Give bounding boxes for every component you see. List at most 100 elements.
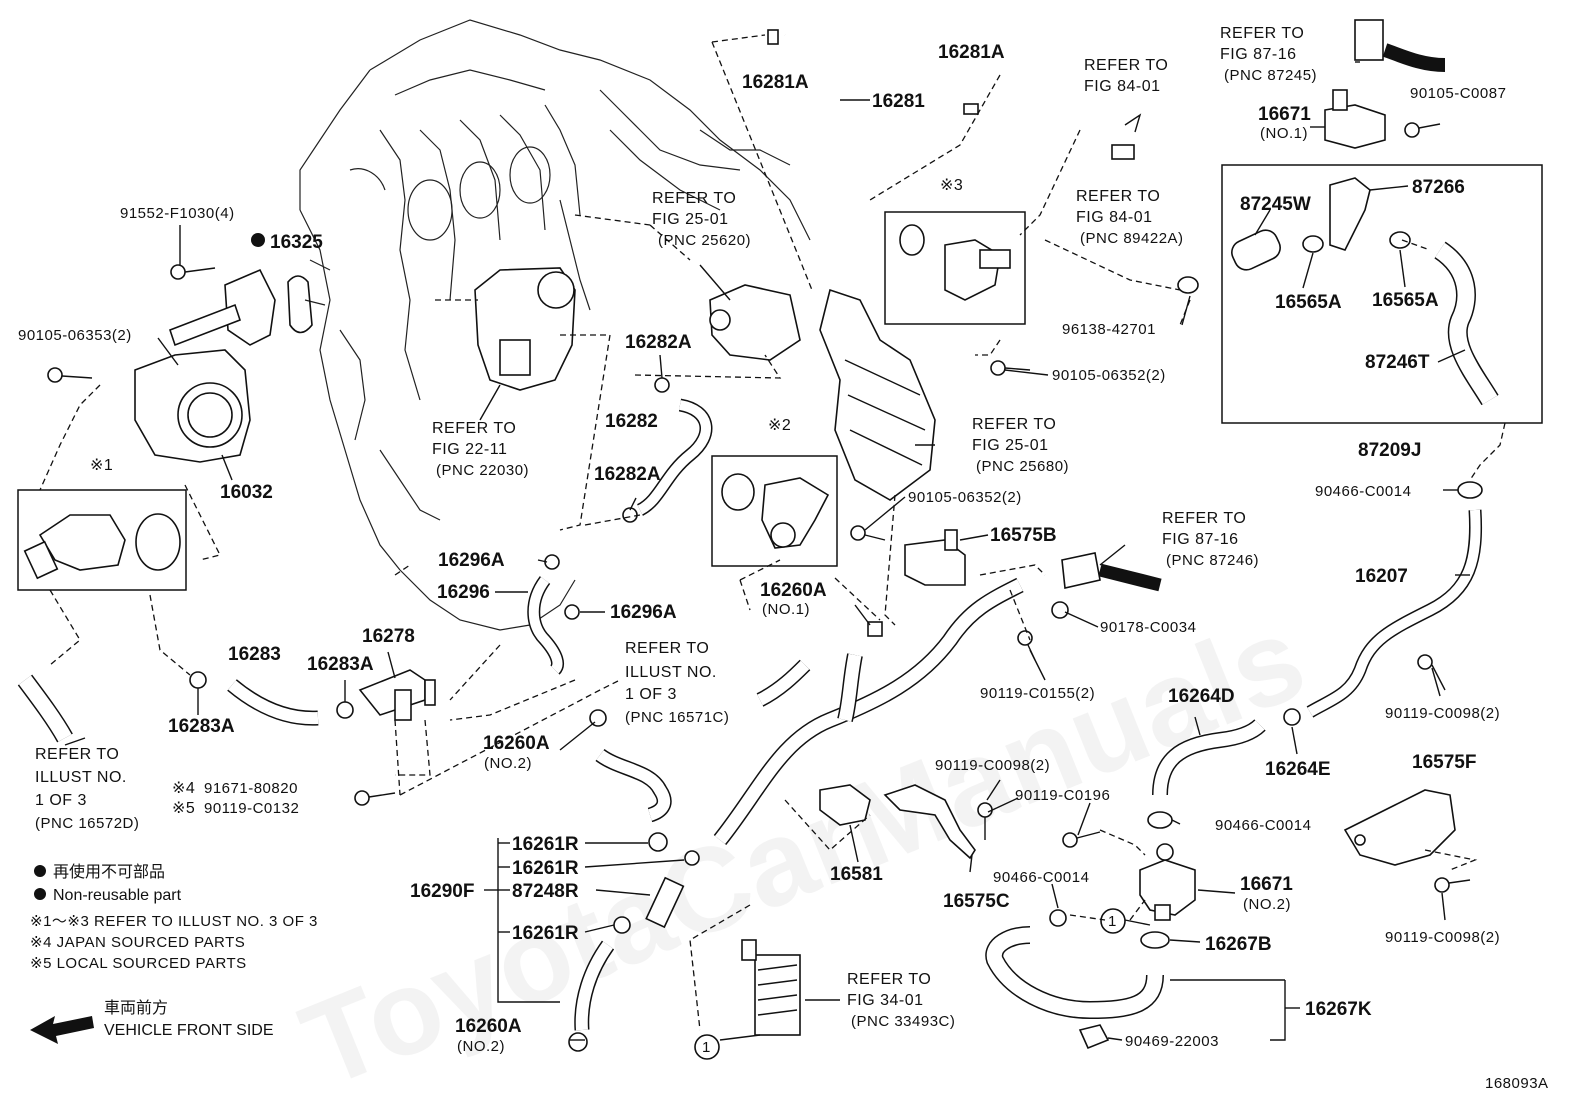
clip-16260a-no2-bottom xyxy=(568,1032,588,1052)
label-90119-c0098b: 90119-C0098(2) xyxy=(1385,705,1500,722)
label-16260a-no2b: 16260A xyxy=(455,1016,522,1037)
svg-text:(PNC 87246): (PNC 87246) xyxy=(1166,552,1259,569)
diagram-id: 168093A xyxy=(1485,1075,1549,1092)
bolt-90105-c0087 xyxy=(1404,122,1441,138)
pipe-16207-inner xyxy=(1307,509,1481,717)
svg-text:(PNC 89422A): (PNC 89422A) xyxy=(1080,230,1184,247)
legend-front-jp: 車両前方 xyxy=(104,999,168,1017)
svg-text:(PNC 25620): (PNC 25620) xyxy=(658,232,751,249)
bracket-16575c xyxy=(883,784,976,860)
svg-text:FIG 87-16: FIG 87-16 xyxy=(1162,531,1239,548)
clip-90466-c0014a xyxy=(1049,909,1067,927)
clip-16282a-top xyxy=(654,377,670,393)
label-87209j: 87209J xyxy=(1358,440,1421,461)
svg-text:REFER TO: REFER TO xyxy=(432,420,516,437)
callout-circle-1a xyxy=(1100,908,1126,934)
clip-16296a-bottom xyxy=(564,604,580,620)
hose-87245w xyxy=(1231,229,1281,271)
egr-cooler-illustration xyxy=(819,288,936,501)
bracket-illust1 xyxy=(756,659,811,707)
legend-dot-en xyxy=(34,888,46,900)
label-91671: 91671-80820 xyxy=(204,780,298,797)
clip-16281a-right xyxy=(963,103,979,115)
hose-16282-inner xyxy=(637,400,711,515)
label-90105-06352b: 90105-06352(2) xyxy=(908,489,1022,506)
mark-1: ※1 xyxy=(90,457,113,474)
label-16296a-top: 16296A xyxy=(438,550,505,571)
bolt-90105-06352a xyxy=(990,360,1031,376)
svg-text:FIG 84-01: FIG 84-01 xyxy=(1076,209,1153,226)
svg-text:FIG 22-11: FIG 22-11 xyxy=(432,441,507,458)
legend-dot-jp xyxy=(34,865,46,877)
label-16260a-no1-sub: (NO.1) xyxy=(762,601,810,618)
svg-text:REFER TO: REFER TO xyxy=(1076,188,1160,205)
legend-note-4: ※4 JAPAN SOURCED PARTS xyxy=(30,934,245,951)
label-16260a-no2a-sub: (NO.2) xyxy=(484,755,532,772)
label-16264d: 16264D xyxy=(1168,686,1235,707)
clip-16264e xyxy=(1283,708,1301,726)
svg-text:1 OF 3: 1 OF 3 xyxy=(625,686,677,703)
connector-87245 xyxy=(1354,19,1446,72)
label-16260a-no2a: 16260A xyxy=(483,733,550,754)
joint-87266 xyxy=(1329,177,1371,251)
label-16282a-top: 16282A xyxy=(625,332,692,353)
throttle-body-illustration xyxy=(474,267,576,391)
svg-text:(PNC 22030): (PNC 22030) xyxy=(436,462,529,479)
dashed-guide-lines xyxy=(39,34,1506,1031)
bolt-90105-06353 xyxy=(47,367,93,383)
label-91552: 91552-F1030(4) xyxy=(120,205,235,222)
hose-16283-inner xyxy=(228,680,319,725)
bolt-90105-06352b xyxy=(850,525,886,541)
bracket-16575b xyxy=(904,529,966,586)
main-water-hose-inner xyxy=(714,579,1023,845)
svg-text:FIG 34-01: FIG 34-01 xyxy=(847,992,924,1009)
label-16296: 16296 xyxy=(437,582,490,603)
label-16281a-top: 16281A xyxy=(938,42,1005,63)
connector-fig8401 xyxy=(1111,113,1142,160)
label-16581: 16581 xyxy=(830,864,883,885)
clamp-90178 xyxy=(1051,601,1069,619)
label-16282a-bottom: 16282A xyxy=(594,464,661,485)
label-16281a-left: 16281A xyxy=(742,72,809,93)
label-87245w: 87245W xyxy=(1240,194,1311,215)
label-16671-no1: 16671 xyxy=(1258,104,1311,125)
label-90119-c0098a: 90119-C0098(2) xyxy=(935,757,1050,774)
legend-note-5: ※5 LOCAL SOURCED PARTS xyxy=(30,955,247,972)
clip-16267b xyxy=(1140,931,1170,949)
engine-block-illustration xyxy=(299,19,811,631)
hose-16260a-upper-inner xyxy=(596,749,671,821)
ref-fig-25-01-pnc-25680: REFER TO FIG 25-01 (PNC 25680) xyxy=(972,416,1069,475)
mark-2: ※2 xyxy=(768,417,791,434)
svg-text:REFER TO: REFER TO xyxy=(972,416,1056,433)
label-16565a-left: 16565A xyxy=(1275,292,1342,313)
inset-box-3 xyxy=(884,211,1026,325)
thermostat-housing-16032 xyxy=(134,268,276,463)
ref-fig-84-01-b: REFER TO FIG 84-01 (PNC 89422A) xyxy=(1076,188,1184,247)
svg-text:REFER TO: REFER TO xyxy=(35,746,119,763)
label-90466-c0014a: 90466-C0014 xyxy=(993,869,1089,886)
bracket-16575f xyxy=(1343,789,1456,866)
ref-illust-pnc-16572d: REFER TO ILLUST NO. 1 OF 3 (PNC 16572D) xyxy=(35,746,139,832)
clip-16283a-left xyxy=(189,671,207,689)
mark-4: ※4 xyxy=(172,780,195,797)
label-90466-c0014b: 90466-C0014 xyxy=(1215,817,1311,834)
clip-16260a-no1 xyxy=(867,621,883,637)
oil-cooler-illustration xyxy=(741,939,801,1036)
svg-text:1 OF 3: 1 OF 3 xyxy=(35,792,87,809)
label-90119-c0196: 90119-C0196 xyxy=(1015,787,1110,804)
label-16261r-3: 16261R xyxy=(512,923,579,944)
label-90105-06352a: 90105-06352(2) xyxy=(1052,367,1166,384)
label-16282: 16282 xyxy=(605,411,658,432)
label-16264e: 16264E xyxy=(1265,759,1331,780)
ref-illust-pnc-16571c: REFER TO ILLUST NO. 1 OF 3 (PNC 16571C) xyxy=(625,640,729,726)
label-96138: 96138-42701 xyxy=(1062,321,1156,338)
inset-box-87209j xyxy=(1221,164,1543,424)
inset-box-1 xyxy=(17,489,187,591)
clip-16282a-bottom xyxy=(622,507,638,523)
label-16671-no2-sub: (NO.2) xyxy=(1243,896,1291,913)
non-reusable-dot-16325 xyxy=(251,233,265,247)
label-90466-c0014c: 90466-C0014 xyxy=(1315,483,1411,500)
gasket-16325 xyxy=(287,275,313,334)
label-16261r-1: 16261R xyxy=(512,834,579,855)
hose-16260a-lower-inner xyxy=(575,941,613,1031)
